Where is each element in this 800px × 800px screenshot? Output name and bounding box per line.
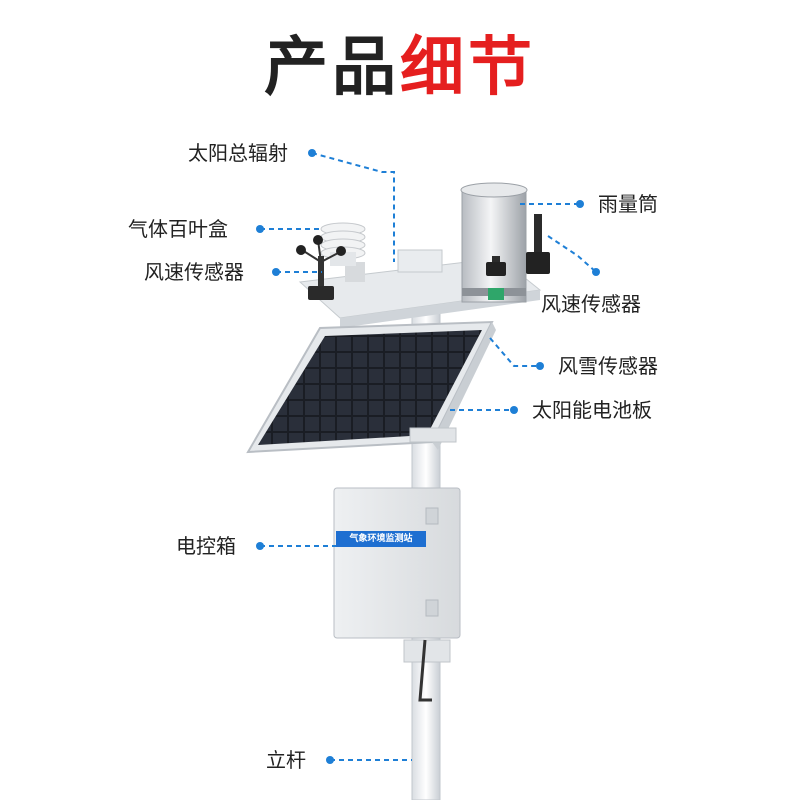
control-box-nameplate: 气象环境监测站	[336, 531, 426, 547]
control-box	[333, 487, 461, 702]
label-rain-gauge: 雨量筒	[598, 192, 658, 216]
solar-panel	[246, 320, 496, 454]
label-solar-radiation: 太阳总辐射	[188, 141, 288, 165]
label-wind-speed-right: 风速传感器	[541, 292, 641, 316]
label-louver-box: 气体百叶盒	[128, 217, 228, 241]
wind-sensor-right	[486, 214, 550, 276]
label-solar-panel: 太阳能电池板	[532, 398, 652, 422]
callout-dots	[256, 149, 600, 764]
title-part-product: 产品	[264, 31, 400, 105]
louver-box	[320, 222, 366, 282]
page-title: 产品细节	[0, 28, 800, 108]
wind-sensor-left	[296, 235, 346, 300]
label-control-box: 电控箱	[176, 534, 236, 558]
label-wind-snow: 风雪传感器	[558, 354, 658, 378]
rain-gauge	[460, 182, 528, 303]
callout-lines	[260, 152, 597, 761]
label-pole: 立杆	[266, 748, 306, 772]
title-part-details: 细节	[400, 31, 536, 105]
label-wind-speed-left: 风速传感器	[144, 260, 244, 284]
